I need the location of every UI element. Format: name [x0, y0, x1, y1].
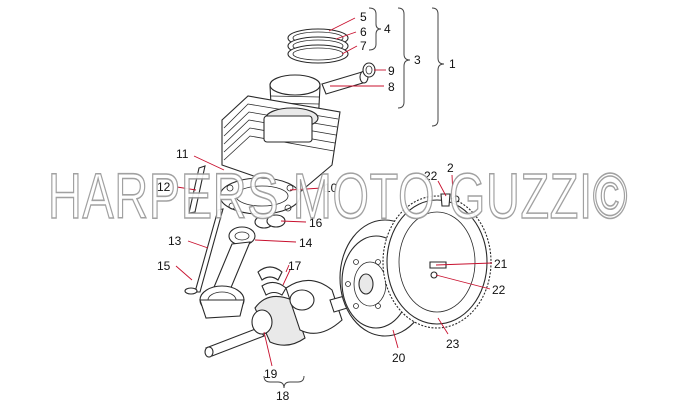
callout-4: 4 — [384, 22, 391, 36]
callout-8: 8 — [388, 80, 395, 94]
callout-22b: 22 — [492, 283, 506, 297]
callout-18: 18 — [276, 389, 290, 403]
callout-13: 13 — [168, 234, 182, 248]
callout-14: 14 — [299, 236, 313, 250]
crankshaft — [204, 279, 355, 358]
callout-3: 3 — [414, 53, 421, 67]
circlip — [362, 62, 376, 78]
callout-23: 23 — [446, 337, 460, 351]
flywheel-screws — [429, 193, 460, 279]
grouping-brackets — [263, 7, 445, 389]
connecting-rod — [199, 226, 256, 319]
callout-1: 1 — [449, 57, 456, 71]
callout-19: 19 — [264, 367, 278, 381]
cylinder — [221, 95, 341, 193]
callout-2: 2 — [447, 161, 454, 175]
piston-rings — [287, 28, 349, 64]
callout-6: 6 — [360, 25, 367, 39]
base-gasket — [219, 177, 301, 215]
callout-12: 12 — [157, 180, 171, 194]
callout-10: 10 — [324, 181, 338, 195]
callout-7: 7 — [360, 39, 367, 53]
callout-17: 17 — [288, 259, 302, 273]
gudgeon-pin — [321, 70, 369, 95]
bearing-shells — [257, 266, 287, 296]
leader-lines — [175, 17, 493, 367]
callout-9: 9 — [388, 64, 395, 78]
watermark-text: HARPERS MOTO GUZZI© — [48, 160, 628, 232]
bushing — [254, 214, 286, 229]
callout-21: 21 — [494, 257, 508, 271]
callout-labels: 1 2 3 4 5 6 7 8 9 10 11 12 13 14 15 16 1… — [157, 10, 508, 403]
cylinder-studs — [184, 165, 224, 295]
callout-5: 5 — [360, 10, 367, 24]
callout-11: 11 — [176, 147, 189, 161]
callout-15: 15 — [157, 259, 171, 273]
callout-16: 16 — [309, 216, 323, 230]
callout-22a: 22 — [424, 169, 438, 183]
callout-20: 20 — [392, 351, 406, 365]
